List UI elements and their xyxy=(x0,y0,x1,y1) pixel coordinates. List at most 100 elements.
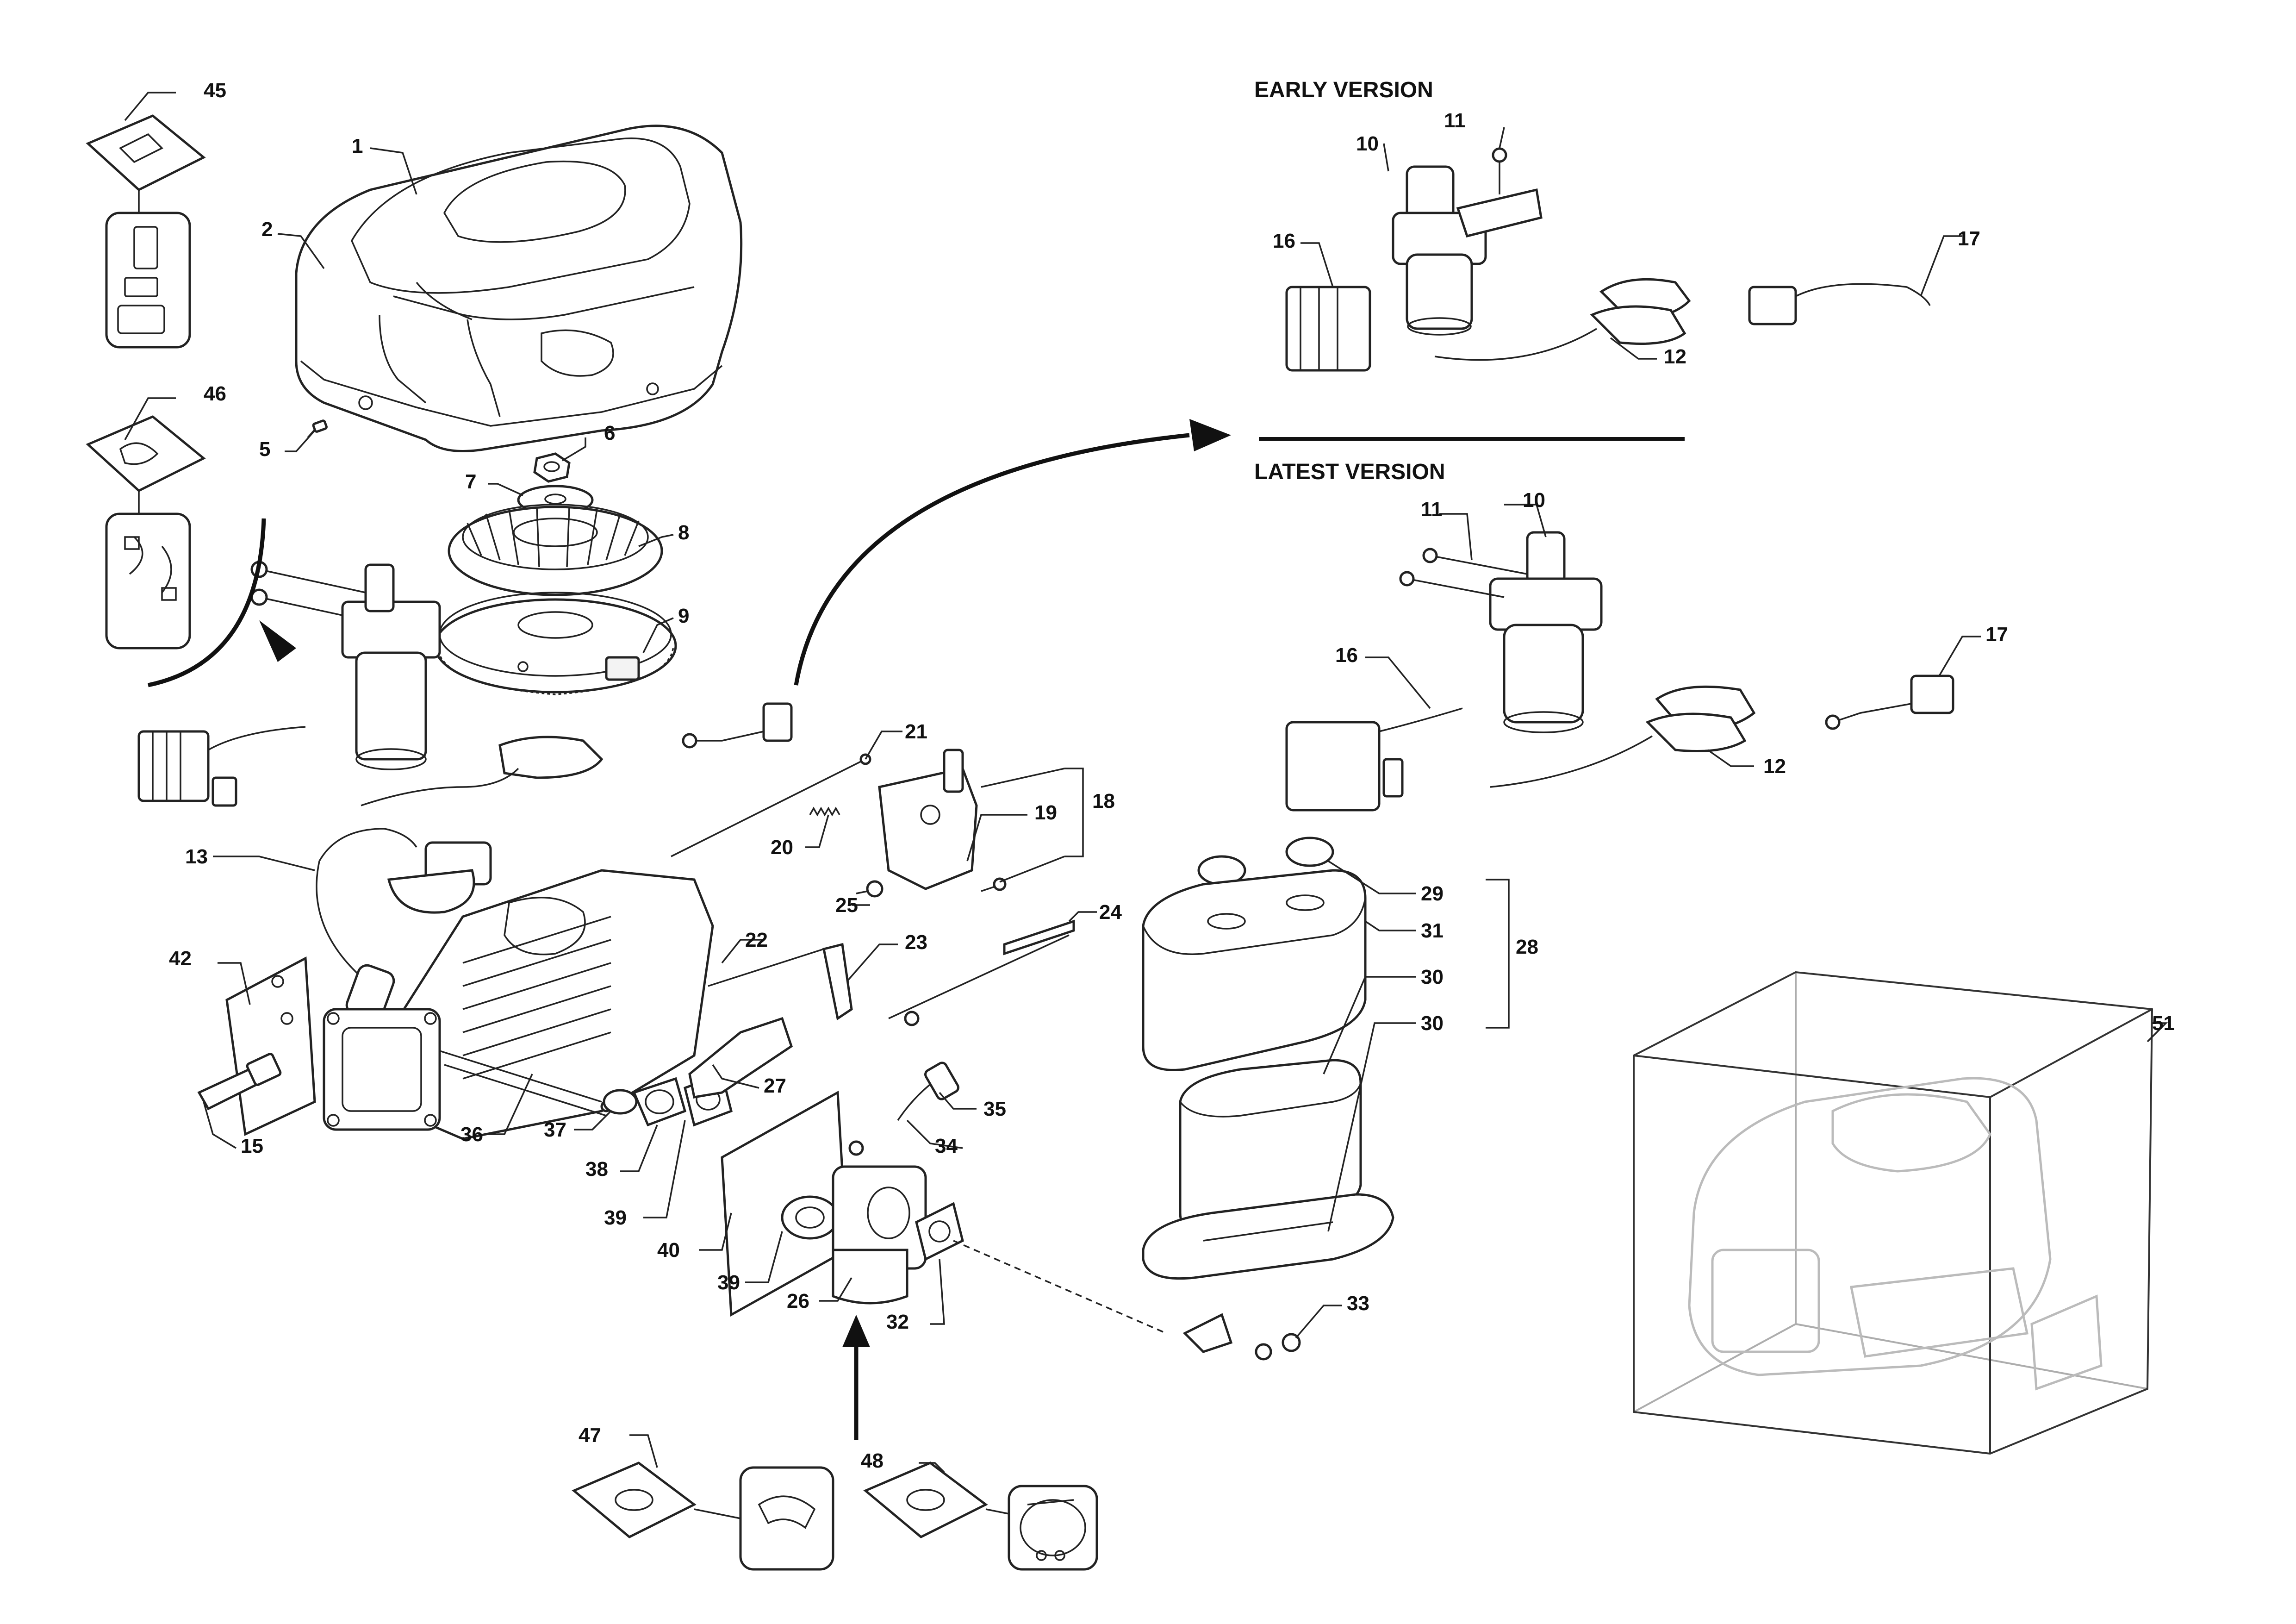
label-30a: 30 xyxy=(1421,966,1444,988)
label-48: 48 xyxy=(861,1449,884,1472)
kit-bag-45[interactable] xyxy=(86,114,206,218)
regulator-16-latest[interactable] xyxy=(1285,707,1463,812)
label-40: 40 xyxy=(657,1239,680,1262)
leader-lines xyxy=(124,92,2168,1473)
label-23: 23 xyxy=(905,931,927,954)
kit-bag-48[interactable] xyxy=(863,1462,1009,1538)
control-bracket-18[interactable] xyxy=(878,749,978,890)
nut-33[interactable] xyxy=(1255,1333,1301,1361)
lever-23[interactable] xyxy=(822,943,853,1021)
label-24: 24 xyxy=(1099,901,1122,924)
gasket-32[interactable] xyxy=(915,1202,964,1261)
label-21: 21 xyxy=(905,720,927,743)
label-31: 31 xyxy=(1421,919,1444,942)
starter-motor-10-latest[interactable] xyxy=(1489,531,1603,733)
label-9: 9 xyxy=(678,605,689,627)
kit-detail-48[interactable] xyxy=(1008,1485,1098,1571)
charging-coil-left[interactable] xyxy=(361,736,604,806)
connector-plug[interactable] xyxy=(682,702,793,749)
label-11-latest: 11 xyxy=(1421,498,1443,521)
cooling-fan-8[interactable] xyxy=(448,504,663,596)
label-37: 37 xyxy=(544,1118,566,1141)
label-35: 35 xyxy=(983,1098,1006,1120)
label-26: 26 xyxy=(787,1290,809,1312)
flywheel-9[interactable] xyxy=(434,592,677,695)
label-39a: 39 xyxy=(604,1206,627,1229)
charging-coil-12-latest[interactable] xyxy=(1490,685,1756,788)
engine-assembly-51[interactable] xyxy=(1633,971,2153,1455)
wing-nut-29b[interactable] xyxy=(1285,837,1334,867)
label-7: 7 xyxy=(465,470,476,493)
harness-17-latest[interactable] xyxy=(1825,675,1954,730)
label-33: 33 xyxy=(1347,1292,1369,1315)
rod-22[interactable] xyxy=(708,948,824,987)
regulator-left[interactable] xyxy=(137,726,306,807)
spring-20[interactable] xyxy=(809,806,840,817)
gasket-39b[interactable] xyxy=(781,1195,839,1240)
starter-motor-10-early[interactable] xyxy=(1392,165,1543,336)
label-6: 6 xyxy=(604,422,615,444)
label-47: 47 xyxy=(579,1424,601,1447)
starter-motor-left[interactable] xyxy=(250,561,441,770)
breather-hose-27[interactable] xyxy=(688,1017,793,1099)
label-25: 25 xyxy=(835,894,858,917)
label-10-latest: 10 xyxy=(1523,489,1545,512)
carburetor-26[interactable] xyxy=(832,1140,927,1305)
label-8: 8 xyxy=(678,521,689,544)
label-11-early: 11 xyxy=(1444,109,1466,132)
curved-arrow-icon xyxy=(794,419,1231,686)
air-filter-cover-31[interactable] xyxy=(1142,869,1367,1071)
label-38: 38 xyxy=(585,1158,608,1181)
rod-24[interactable] xyxy=(888,919,1075,1026)
label-45: 45 xyxy=(204,79,226,102)
label-10-early: 10 xyxy=(1356,132,1379,155)
kit-bag-47[interactable] xyxy=(572,1462,741,1538)
engine-block[interactable] xyxy=(323,869,714,1140)
dashed-guide-line xyxy=(953,1240,1167,1334)
charging-coil-12-early[interactable] xyxy=(1434,278,1691,361)
label-2: 2 xyxy=(261,218,273,241)
ignition-coil-13[interactable] xyxy=(316,828,492,1023)
kit-detail-46[interactable] xyxy=(105,512,191,650)
label-17-latest: 17 xyxy=(1985,623,2008,646)
label-1: 1 xyxy=(352,135,363,157)
heading-latest-version: LATEST VERSION xyxy=(1254,460,1445,484)
label-28: 28 xyxy=(1516,936,1538,958)
regulator-16-early[interactable] xyxy=(1285,286,1371,372)
air-filter-element-30[interactable] xyxy=(1179,1059,1362,1234)
label-12-early: 12 xyxy=(1664,345,1686,368)
label-46: 46 xyxy=(204,382,226,405)
blower-housing[interactable] xyxy=(295,125,743,452)
label-36: 36 xyxy=(460,1123,483,1146)
kit-bag-46[interactable] xyxy=(86,415,206,514)
label-15: 15 xyxy=(241,1135,263,1157)
insulator-38[interactable] xyxy=(632,1077,687,1127)
label-16-latest: 16 xyxy=(1335,644,1358,667)
label-42: 42 xyxy=(169,947,192,970)
bolts-11-latest[interactable] xyxy=(1399,548,1528,598)
fuel-filter-35[interactable] xyxy=(924,1061,960,1101)
label-13: 13 xyxy=(185,845,208,868)
label-17-early: 17 xyxy=(1958,227,1980,250)
harness-17-early[interactable] xyxy=(1748,283,1931,325)
label-19: 19 xyxy=(1034,801,1057,824)
label-5: 5 xyxy=(259,438,270,461)
up-arrow-icon xyxy=(842,1315,870,1440)
gasket-37[interactable] xyxy=(603,1089,638,1115)
label-27: 27 xyxy=(764,1074,786,1097)
heading-early-version: EARLY VERSION xyxy=(1254,78,1433,102)
label-16-early: 16 xyxy=(1273,230,1295,252)
screw-25[interactable] xyxy=(856,880,884,898)
label-30b: 30 xyxy=(1421,1012,1444,1035)
kit-detail-47[interactable] xyxy=(739,1466,834,1571)
label-34: 34 xyxy=(935,1135,958,1157)
air-filter-base[interactable] xyxy=(1142,1193,1394,1353)
curved-arrow-left-icon xyxy=(148,518,296,687)
kit-detail-45[interactable] xyxy=(105,212,191,349)
bracket-42[interactable] xyxy=(225,956,316,1136)
label-22: 22 xyxy=(745,929,768,951)
bolt-11-early[interactable] xyxy=(1492,147,1507,194)
nut-6[interactable] xyxy=(533,452,571,483)
spark-plug-15[interactable] xyxy=(197,1053,282,1111)
